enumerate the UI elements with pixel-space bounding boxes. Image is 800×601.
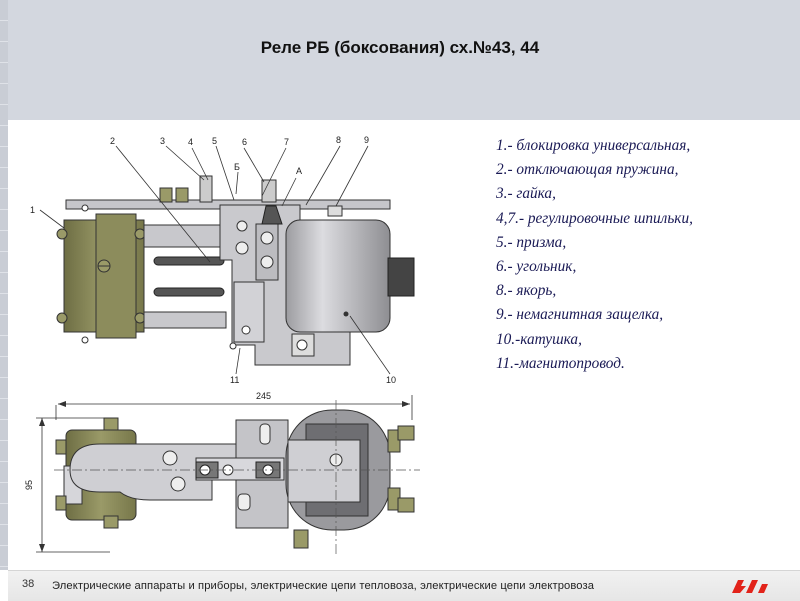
rzd-logo-icon (732, 580, 768, 593)
callout-8: 8 (336, 135, 341, 145)
callout-5: 5 (212, 136, 217, 146)
legend-item: 10.-катушка, (496, 330, 582, 348)
footer-caption: Электрические аппараты и приборы, электр… (52, 580, 595, 592)
callout-9: 9 (364, 135, 369, 145)
callout-b: Б (234, 162, 240, 172)
legend-item: 2.- отключающая пружина, (496, 161, 679, 179)
callout-6: 6 (242, 137, 247, 147)
left-edge-strip (0, 0, 8, 600)
legend-item: 8.- якорь, (496, 282, 557, 300)
callout-2: 2 (110, 136, 115, 146)
callout-leaders (39, 145, 391, 375)
callout-7: 7 (284, 137, 289, 147)
callout-4: 4 (188, 137, 193, 147)
slide-title: Реле РБ (боксования) сх.№43, 44 (260, 38, 540, 57)
dimension-width: 245 (256, 391, 271, 401)
callout-10: 10 (386, 375, 396, 385)
side-view (56, 175, 415, 366)
header-band (0, 0, 800, 120)
top-view: 245 95 (24, 391, 420, 556)
callout-11: 11 (230, 375, 239, 385)
legend-item: 11.-магнитопровод. (496, 354, 625, 372)
legend-item: 9.- немагнитная защелка, (496, 306, 664, 324)
callout-a: А (296, 166, 302, 176)
callout-3: 3 (160, 136, 165, 146)
legend-item: 1.- блокировка универсальная, (496, 137, 691, 154)
callout-1: 1 (30, 205, 35, 215)
legend-item: 4,7.- регулировочные шпильки, (496, 209, 693, 227)
dimension-height: 95 (24, 480, 34, 490)
footer-bar (8, 570, 800, 601)
parts-legend: 1.- блокировка универсальная, 2.- отключ… (496, 134, 796, 376)
legend-item: 6.- угольник, (496, 258, 577, 276)
relay-technical-drawing: 1 2 3 4 5 6 7 8 9 10 11 Б А 245 95 (24, 135, 420, 556)
legend-item: 5.- призма, (496, 233, 567, 251)
page-number: 38 (22, 578, 35, 590)
legend-item: 3.- гайка, (496, 185, 556, 203)
callout-numbers: 1 2 3 4 5 6 7 8 9 10 11 Б А (30, 135, 396, 385)
